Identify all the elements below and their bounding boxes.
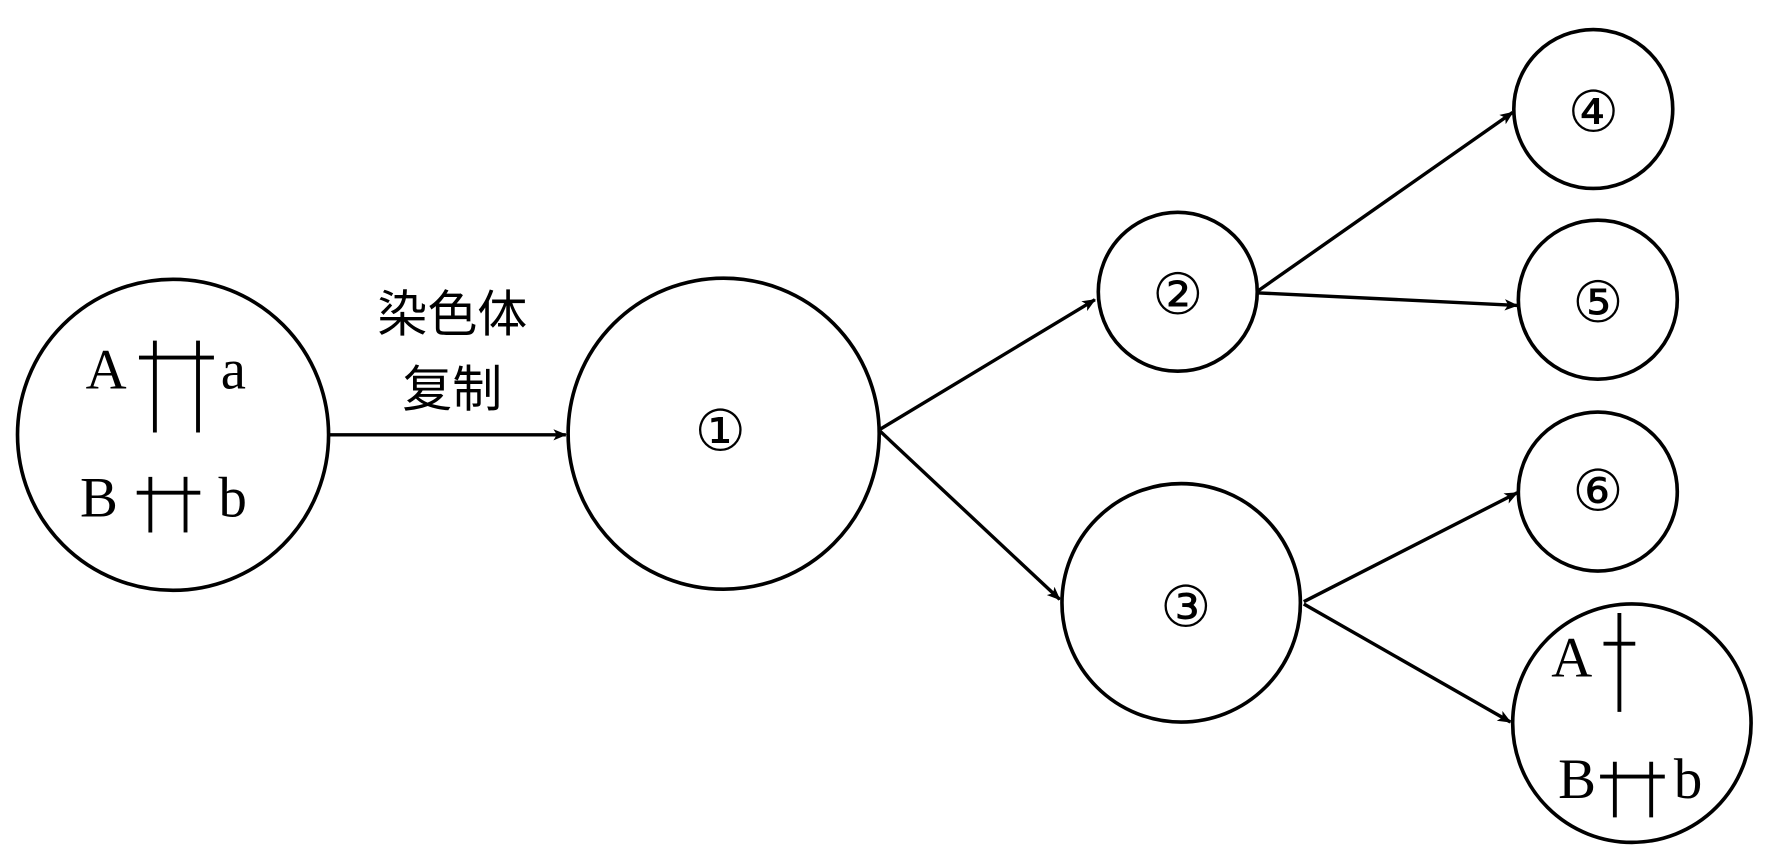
allele-a: a: [221, 338, 246, 401]
end-allele-A: A: [1551, 627, 1592, 690]
arrow-label-line2: 复制: [402, 360, 502, 418]
end-allele-B: B: [1558, 748, 1596, 811]
arrow-2-to-5: [1258, 291, 1519, 311]
chromosome-pair-B: [136, 476, 201, 533]
arrow-3-to-6: [1303, 491, 1519, 604]
end-chromosome-A: [1603, 613, 1636, 712]
end-chromosome-pair-B: [1600, 761, 1665, 818]
end-cell: A B b: [1510, 602, 1753, 845]
cell-3: [1060, 481, 1303, 724]
cell-2: [1096, 210, 1260, 374]
end-allele-b: b: [1674, 748, 1702, 811]
arrow-label-line1: 染色体: [377, 286, 527, 344]
cell-3-label: ③: [1160, 574, 1211, 640]
chromosome-pair-A: [138, 340, 214, 433]
allele-b: b: [218, 467, 246, 530]
end-cell-circle: [1510, 602, 1753, 845]
cell-6-label: ⑥: [1572, 459, 1623, 525]
arrow-3-to-7: [1302, 602, 1512, 724]
allele-B: B: [80, 467, 118, 530]
cell-4: [1511, 27, 1675, 191]
cell-2-label: ②: [1152, 262, 1203, 328]
arrow-1-to-2: [879, 298, 1096, 431]
start-cell-circle: [15, 277, 331, 593]
cell-5: [1516, 218, 1680, 381]
cell-4-label: ④: [1568, 79, 1619, 145]
cell-1: [566, 276, 882, 592]
cell-5-label: ⑤: [1572, 270, 1623, 336]
arrow-2-to-4: [1257, 110, 1514, 293]
arrow-1-to-3: [879, 430, 1061, 601]
allele-A: A: [86, 338, 127, 401]
start-cell: A a B b: [15, 277, 331, 593]
cell-1-label: ①: [695, 398, 746, 464]
cell-6: [1516, 410, 1680, 573]
